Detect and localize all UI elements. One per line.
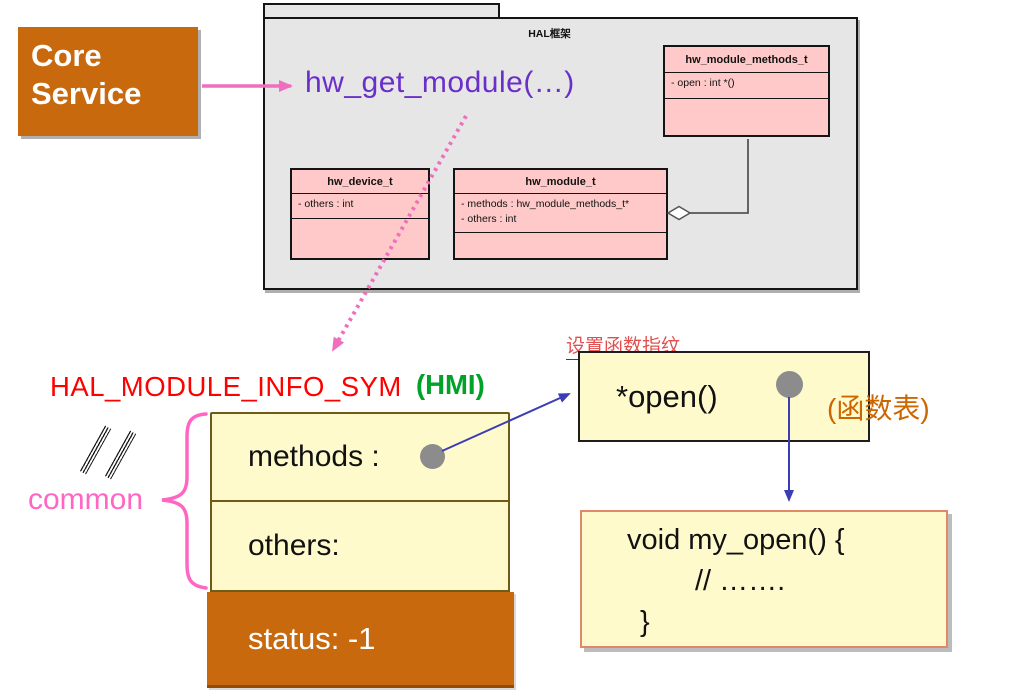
class-attribute: - open : int *() [671, 77, 735, 89]
class-empty-compartment [665, 99, 828, 135]
class-attributes: - others : int [292, 194, 428, 219]
hw-get-module-text: hw_get_module(…) [305, 66, 575, 99]
class-empty-compartment [455, 233, 666, 258]
class-attribute: - others : int [298, 198, 354, 210]
class-box-hw-module-t: hw_module_t - methods : hw_module_method… [453, 168, 668, 260]
function-table-caption: (函数表) [827, 393, 930, 424]
class-title: hw_module_t [455, 170, 666, 194]
hal-package-title: HAL框架 [528, 28, 571, 40]
hal-package-tab [263, 3, 500, 20]
function-table-box: *open() [578, 351, 870, 442]
class-title: hw_device_t [292, 170, 428, 194]
hatch-slash-icon [104, 430, 137, 480]
class-attributes: - open : int *() [665, 73, 828, 99]
common-brace [161, 412, 208, 590]
open-entry-label: *open() [616, 378, 718, 414]
hatch-slash-icon [79, 425, 112, 475]
hmi-others-row: others: [210, 502, 510, 592]
class-attribute: - methods : hw_module_methods_t* [461, 198, 630, 210]
hmi-alias-label: (HMI) [416, 369, 485, 400]
class-title: hw_module_methods_t [665, 47, 828, 73]
class-empty-compartment [292, 219, 428, 258]
hmi-others-label: others: [248, 529, 340, 562]
hmi-methods-row: methods : [210, 412, 510, 502]
class-box-hw-device-t: hw_device_t - others : int [290, 168, 430, 260]
class-box-hw-module-methods-t: hw_module_methods_t - open : int *() [663, 45, 830, 137]
hmi-status-label: status: -1 [248, 620, 376, 656]
code-line: // ……. [695, 565, 786, 597]
open-pointer-dot-icon [776, 371, 803, 398]
my-open-implementation-box: void my_open() { // ……. } [580, 510, 948, 648]
code-line: } [640, 606, 650, 638]
hmi-status-row: status: -1 [207, 592, 514, 688]
methods-pointer-dot-icon [420, 444, 445, 469]
hal-module-info-sym-label: HAL_MODULE_INFO_SYM [50, 371, 402, 402]
code-line: void my_open() { [627, 524, 845, 556]
class-attributes: - methods : hw_module_methods_t* - other… [455, 194, 666, 233]
core-service-label: Core Service [31, 38, 142, 111]
class-attribute: - others : int [461, 213, 517, 226]
hmi-methods-label: methods : [248, 440, 380, 473]
core-service-box: Core Service [18, 27, 198, 136]
common-label: common [28, 483, 144, 516]
